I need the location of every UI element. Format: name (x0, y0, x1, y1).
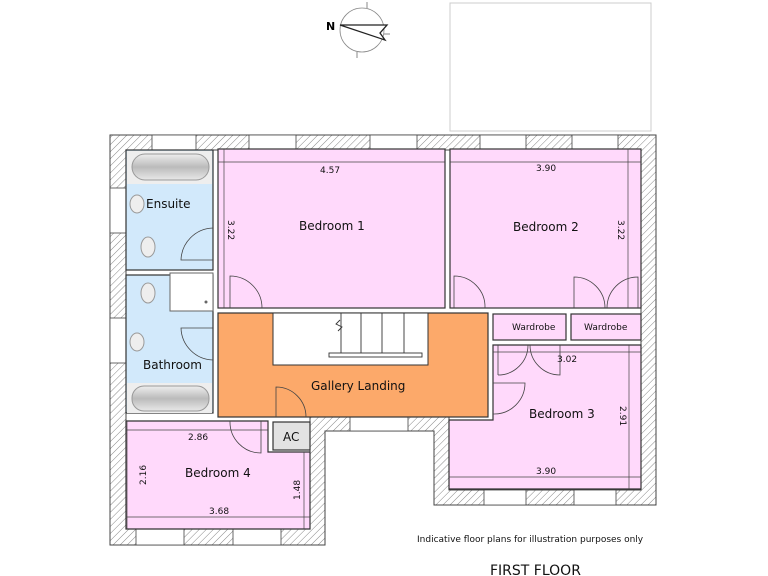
room-gallery-landing: Gallery Landing (217, 312, 489, 418)
room-label-ensuite: Ensuite (146, 197, 190, 211)
room-bedroom-4: 2.86 3.68 2.16 1.48 Bedroom 4 (125, 420, 311, 530)
room-bedroom-2: 3.90 3.22 Bedroom 2 (449, 148, 642, 309)
wardrobe-1-label: Wardrobe (512, 323, 556, 333)
room-label-bedroom-2: Bedroom 2 (513, 220, 579, 234)
room-ensuite: Ensuite (125, 149, 214, 271)
room-bedroom-3: 3.02 3.90 2.91 Bedroom 3 (448, 344, 642, 490)
dimension-bedroom4-width-top: 2.86 (188, 433, 208, 443)
room-label-bedroom-4: Bedroom 4 (185, 466, 251, 480)
windows (109, 134, 619, 546)
compass-north-label: N (326, 20, 335, 33)
floor-title: FIRST FLOOR (490, 563, 581, 576)
bathtub-basin (131, 153, 210, 181)
dimension-bedroom3-width-top: 3.02 (557, 355, 577, 365)
dimension-bedroom2-width: 3.90 (536, 164, 556, 174)
dimension-bedroom4-depth-right: 1.48 (293, 480, 303, 500)
room-label-gallery-landing: Gallery Landing (311, 379, 405, 393)
sink-icon (129, 194, 145, 214)
compass-icon: N (326, 2, 390, 58)
sink-icon (129, 332, 145, 352)
wardrobe-1: Wardrobe (492, 313, 567, 341)
toilet-icon (140, 236, 156, 258)
toilet-icon (140, 282, 156, 304)
dimension-bedroom4-width-bottom: 3.68 (209, 507, 229, 517)
shower-tray-icon (169, 272, 214, 312)
dimension-bedroom4-depth-left: 2.16 (139, 465, 149, 485)
wardrobe-2-label: Wardrobe (584, 323, 628, 333)
dimension-bedroom3-width-bottom: 3.90 (536, 467, 556, 477)
dimension-bedroom3-depth: 2.91 (617, 406, 627, 426)
room-label-bedroom-1: Bedroom 1 (299, 219, 365, 233)
room-bedroom-1: 4.57 3.22 Bedroom 1 (217, 148, 446, 309)
room-bathroom: Bathroom (125, 272, 214, 414)
dimension-bedroom1-depth: 3.22 (225, 220, 235, 240)
dimension-bedroom2-depth: 3.22 (615, 220, 625, 240)
room-label-bathroom: Bathroom (143, 358, 202, 372)
adjacent-area-outline (449, 2, 652, 132)
ac-label: AC (283, 430, 299, 444)
dimension-bedroom1-width: 4.57 (320, 166, 340, 176)
wardrobe-2: Wardrobe (570, 313, 642, 341)
bathtub-icon (131, 385, 210, 412)
airing-cupboard: AC (272, 421, 311, 451)
room-label-bedroom-3: Bedroom 3 (529, 407, 595, 421)
disclaimer-text: Indicative floor plans for illustration … (417, 535, 644, 545)
